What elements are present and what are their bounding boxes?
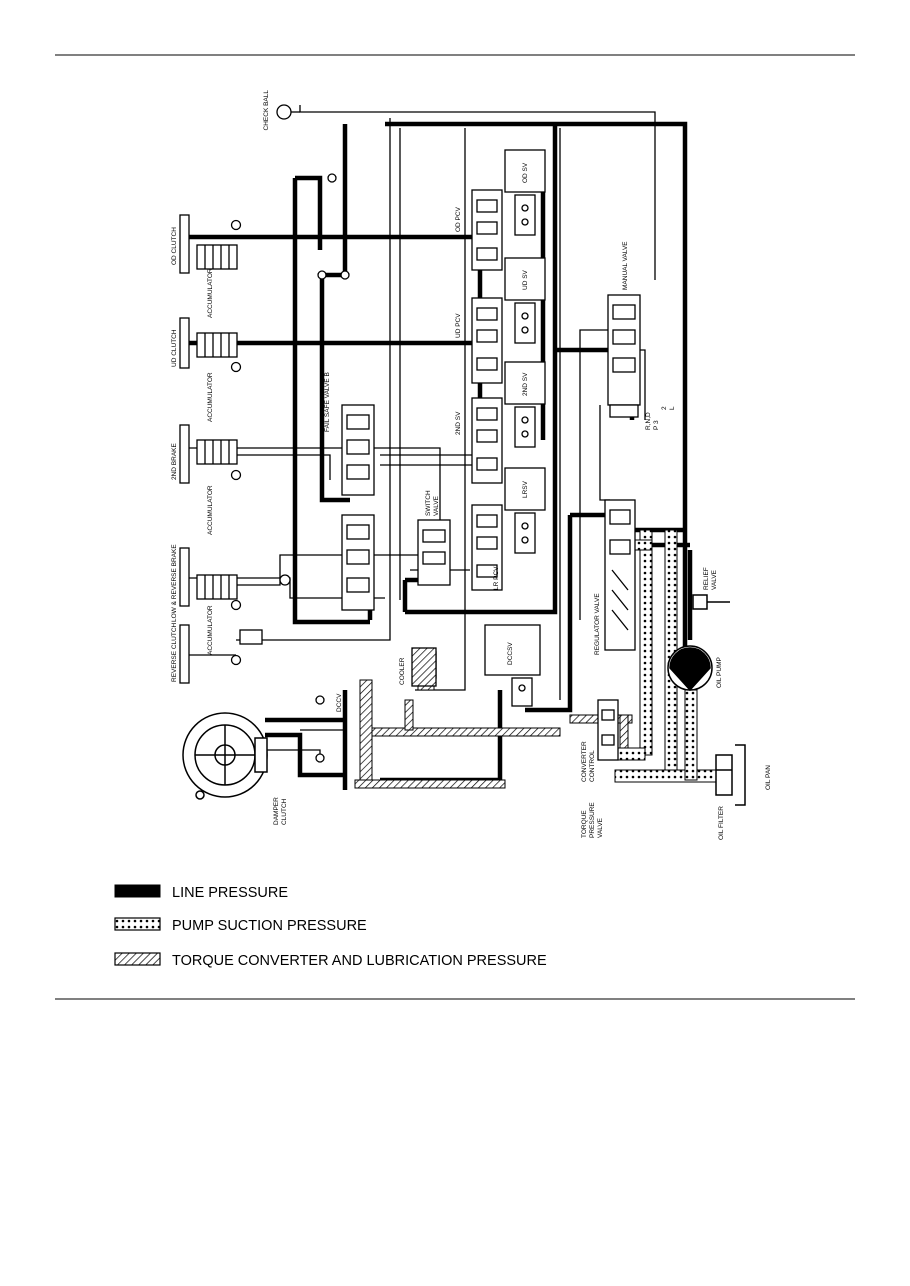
label-range-rnd: R,N,D: [645, 412, 652, 430]
label-lr-pcv: LR PCV: [493, 566, 500, 590]
legend-label-pump-suction: PUMP SUCTION PRESSURE: [172, 918, 367, 934]
label-damper-clutch-1: DAMPER: [273, 797, 280, 825]
label-dccv: DCCV: [336, 693, 343, 712]
label-2nd-sv: 2ND SV: [522, 372, 529, 396]
label-manual-valve: MANUAL VALVE: [622, 241, 629, 290]
label-check-ball: CHECK BALL: [263, 90, 270, 131]
label-torque-pressure-valve-2: PRESSURE: [589, 802, 596, 838]
label-switch-valve-1: SWITCH: [425, 490, 432, 516]
label-ud-pcv: UD PCV: [455, 313, 462, 338]
label-range-p3: P 3: [653, 420, 660, 430]
orifice-checks: [279, 173, 350, 763]
label-cooler: COOLER: [399, 657, 406, 685]
label-od-sv: OD SV: [522, 162, 529, 183]
label-relief-valve-1: RELIEF: [703, 567, 710, 590]
label-fail-safe-valve-b: FAIL SAFE VALVE B: [324, 372, 331, 432]
label-accumulator-lr: ACCUMULATOR: [207, 605, 214, 655]
label-oil-pan: OIL PAN: [765, 765, 772, 790]
label-converter-control-2: CONTROL: [589, 750, 596, 782]
label-range-2: 2: [661, 406, 668, 410]
label-dcc-sv: DCCSV: [507, 642, 514, 665]
label-accumulator-ud: ACCUMULATOR: [207, 372, 214, 422]
label-torque-pressure-valve-1: TORQUE: [581, 810, 588, 838]
label-low-reverse-brake: LOW & REVERSE BRAKE: [171, 544, 178, 622]
solenoid-valves: [471, 149, 546, 707]
legend: LINE PRESSURE PUMP SUCTION PRESSURE TORQ…: [114, 884, 547, 969]
legend-swatch-line-pressure: [114, 884, 161, 898]
label-range-l: L: [669, 406, 676, 410]
label-relief-valve-2: VALVE: [711, 569, 718, 590]
label-ud-sv: UD SV: [522, 269, 529, 290]
legend-swatch-pump-suction: [114, 917, 161, 931]
label-oil-filter: OIL FILTER: [718, 806, 725, 840]
label-torque-pressure-valve-3: VALVE: [597, 817, 604, 838]
pump-assembly: [667, 594, 746, 806]
legend-label-lubrication: TORQUE CONVERTER AND LUBRICATION PRESSUR…: [172, 953, 547, 969]
label-lr-sv: LRSV: [522, 480, 529, 498]
label-oil-pump: OIL PUMP: [716, 657, 723, 688]
legend-label-line-pressure: LINE PRESSURE: [172, 885, 288, 901]
legend-swatch-lubrication: [114, 952, 161, 966]
label-ud-clutch: UD CLUTCH: [171, 329, 178, 367]
check-ball-symbol: [276, 104, 300, 120]
label-accumulator-od: ACCUMULATOR: [207, 268, 214, 318]
component-labels: CHECK BALL OD CLUTCH ACCUMULATOR UD CLUT…: [171, 90, 772, 840]
label-od-clutch: OD CLUTCH: [171, 227, 178, 265]
label-od-pcv: OD PCV: [455, 206, 462, 232]
cooler-symbol: [411, 647, 437, 687]
control-valves: [341, 404, 451, 611]
label-2nd-sv-lower: 2ND SV: [455, 411, 462, 435]
manual-valve-symbol: [607, 294, 641, 418]
label-2nd-brake: 2ND BRAKE: [171, 442, 178, 480]
label-damper-clutch-2: CLUTCH: [281, 798, 288, 825]
clutch-brake-assemblies: [179, 214, 263, 684]
torque-converter-symbol: [182, 712, 268, 800]
label-switch-valve-2: VALVE: [433, 495, 440, 516]
label-accumulator-2nd: ACCUMULATOR: [207, 485, 214, 535]
label-regulator-valve: REGULATOR VALVE: [594, 593, 601, 655]
thin-lines: [236, 105, 656, 758]
label-reverse-clutch: REVERSE CLUTCH: [171, 622, 178, 682]
label-converter-control-1: CONVERTER: [581, 741, 588, 782]
